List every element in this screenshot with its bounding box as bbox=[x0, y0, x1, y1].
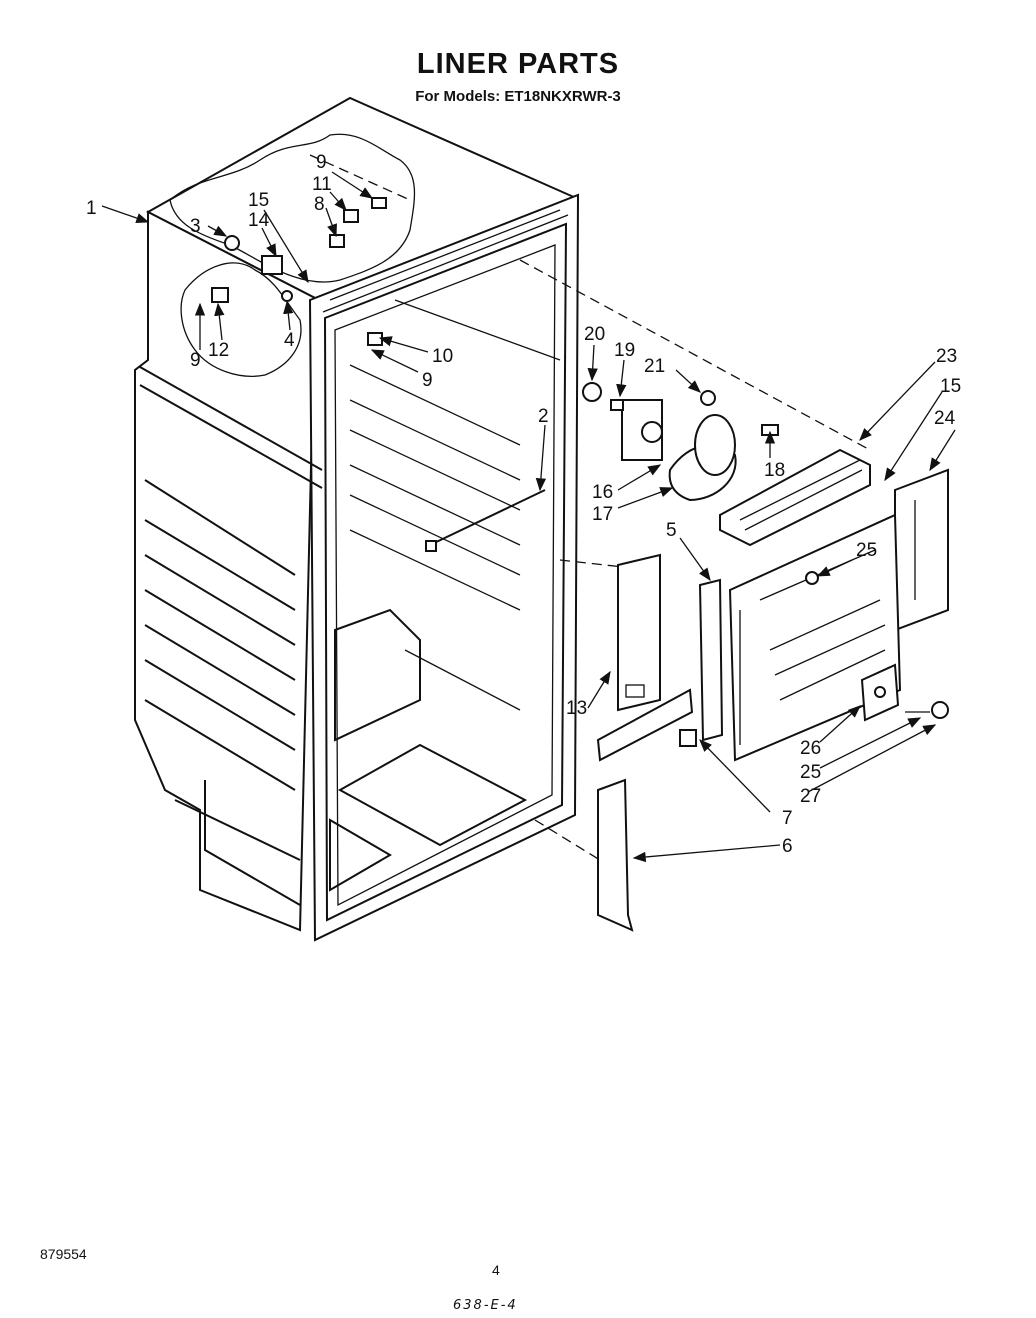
callout-2: 2 bbox=[538, 406, 549, 427]
callout-17: 17 bbox=[592, 504, 613, 525]
callout-13: 13 bbox=[566, 698, 587, 719]
callout-9: 9 bbox=[422, 370, 433, 391]
drawing-code: 638-E-4 bbox=[453, 1298, 518, 1313]
callout-7: 7 bbox=[782, 808, 793, 829]
callout-26: 26 bbox=[800, 738, 821, 759]
page-title: LINER PARTS bbox=[416, 48, 620, 80]
callout-23: 23 bbox=[936, 346, 957, 367]
callout-24: 24 bbox=[934, 408, 956, 429]
callout-12: 12 bbox=[208, 340, 229, 361]
callout-5: 5 bbox=[666, 520, 677, 541]
callout-9: 9 bbox=[190, 350, 201, 371]
callout-6: 6 bbox=[782, 836, 793, 857]
callout-11: 11 bbox=[312, 174, 332, 195]
evaporator-cover-assembly bbox=[519, 259, 949, 932]
callout-21: 21 bbox=[644, 356, 665, 377]
callout-25: 25 bbox=[800, 762, 821, 783]
callout-18: 18 bbox=[764, 460, 785, 481]
callout-10: 10 bbox=[432, 346, 453, 367]
callout-9: 9 bbox=[316, 152, 327, 173]
callout-1: 1 bbox=[86, 198, 97, 219]
callout-4: 4 bbox=[284, 330, 295, 351]
document-number: 879554 bbox=[40, 1246, 87, 1262]
callout-16: 16 bbox=[592, 482, 613, 503]
callout-14: 14 bbox=[248, 210, 270, 231]
callout-15: 15 bbox=[248, 190, 269, 211]
page-number: 4 bbox=[492, 1262, 500, 1278]
liner-cabinet bbox=[134, 96, 580, 942]
callout-27: 27 bbox=[800, 786, 821, 807]
callout-3: 3 bbox=[190, 216, 201, 237]
callout-25: 25 bbox=[856, 540, 877, 561]
callout-leaders bbox=[101, 171, 956, 863]
callout-20: 20 bbox=[584, 324, 605, 345]
callout-15: 15 bbox=[940, 376, 961, 397]
callout-19: 19 bbox=[614, 340, 635, 361]
callout-8: 8 bbox=[314, 194, 325, 215]
callout-labels: 1 15 3 14 9 11 8 4 12 9 10 9 20 19 21 23… bbox=[86, 152, 961, 857]
model-subtitle: For Models: ET18NKXRWR-3 bbox=[415, 88, 621, 105]
